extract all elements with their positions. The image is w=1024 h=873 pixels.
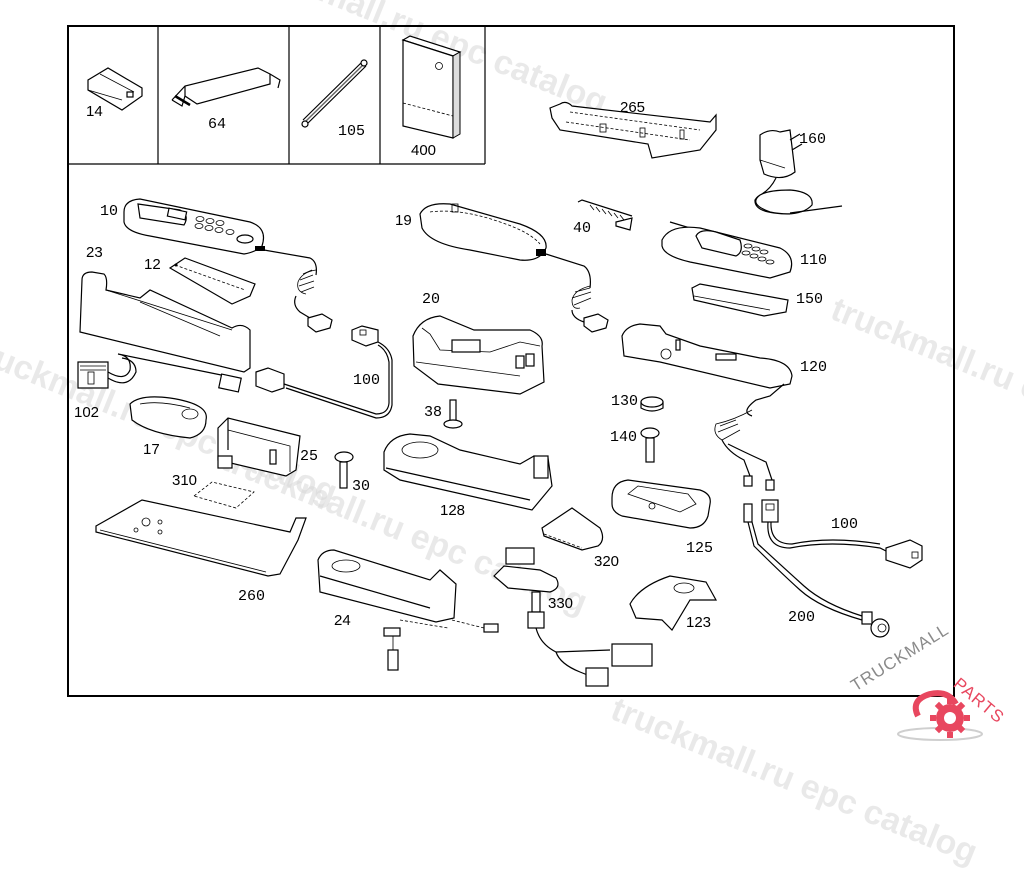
callout-10: 10 (100, 203, 119, 220)
callout-128: 128 (440, 502, 466, 519)
part-140-screw-icon (640, 427, 660, 463)
part-400-manual-icon (401, 35, 462, 139)
callout-12: 12 (144, 256, 161, 273)
callout-19: 19 (395, 212, 412, 229)
part-330-wiring-harness-icon (493, 547, 653, 687)
callout-102: 102 (74, 404, 100, 421)
callout-400: 400 (411, 142, 437, 159)
top-boxes-grid (67, 26, 486, 165)
part-12-plate-icon (168, 257, 256, 305)
callout-200: 200 (788, 609, 816, 626)
callout-150: 150 (796, 291, 824, 308)
callout-23: 23 (86, 244, 103, 261)
part-110-mobile-phone-icon (661, 221, 793, 279)
part-102-adapter-icon (77, 353, 242, 393)
callout-20: 20 (422, 291, 441, 308)
part-160-power-adapter-icon (754, 129, 843, 215)
part-150-adapter-plate-icon (691, 283, 789, 317)
callout-140: 140 (610, 429, 638, 446)
part-100-cable-right-icon (761, 499, 923, 569)
callout-260: 260 (238, 588, 266, 605)
part-23-support-bracket-icon (79, 271, 251, 373)
part-30-screw-icon (334, 451, 354, 489)
callout-100-right: 100 (831, 516, 859, 533)
diagram-drawing (67, 26, 923, 687)
part-100-cable-left-icon (255, 325, 393, 419)
gear-logo-icon (897, 690, 983, 741)
part-40-spring-clip-icon (577, 199, 633, 231)
callout-105: 105 (338, 123, 366, 140)
part-14-battery-icon (87, 67, 143, 111)
part-24-charging-cradle-icon (317, 549, 499, 671)
callout-330: 330 (548, 595, 574, 612)
part-128-cradle-icon (383, 433, 553, 511)
part-130-pad-icon (640, 396, 664, 412)
callout-125: 125 (686, 540, 714, 557)
callout-38: 38 (424, 404, 443, 421)
callout-123: 123 (686, 614, 712, 631)
truckmall-parts-logo: TRUCKMALL PARTS (847, 620, 1024, 750)
callout-120: 120 (800, 359, 828, 376)
callout-160: 160 (799, 131, 827, 148)
callout-100-left: 100 (353, 372, 381, 389)
part-105-rod-icon (301, 59, 368, 128)
callout-40: 40 (573, 220, 592, 237)
callout-130: 130 (611, 393, 639, 410)
part-64-bracket-icon (171, 67, 281, 107)
callout-24: 24 (334, 612, 351, 629)
part-120-phone-holder-icon (621, 323, 793, 491)
part-125-tray-icon (611, 479, 711, 529)
part-320-cap-icon (541, 507, 604, 551)
part-265-holder-frame-icon (549, 101, 717, 159)
callout-110: 110 (800, 252, 828, 269)
callout-30: 30 (352, 478, 371, 495)
part-10-handset-icon (123, 198, 333, 333)
part-17-cover-icon (129, 396, 207, 439)
callout-64: 64 (208, 116, 227, 133)
callout-310: 310 (172, 472, 198, 489)
callout-25: 25 (300, 448, 319, 465)
part-200-antenna-cable-icon (743, 503, 890, 638)
part-38-screw-icon (443, 399, 463, 429)
diagram-frame (67, 25, 955, 697)
part-25-housing-icon (217, 417, 301, 477)
part-20-cradle-base-icon (412, 315, 545, 395)
callout-320: 320 (594, 553, 620, 570)
part-123-cover-icon (629, 575, 718, 631)
callout-14: 14 (86, 103, 103, 120)
callout-265: 265 (620, 99, 646, 116)
part-19-handset-holder-icon (419, 203, 609, 333)
part-260-mounting-plate-icon (95, 499, 307, 577)
part-310-label-icon (193, 481, 255, 509)
callout-17: 17 (143, 441, 160, 458)
